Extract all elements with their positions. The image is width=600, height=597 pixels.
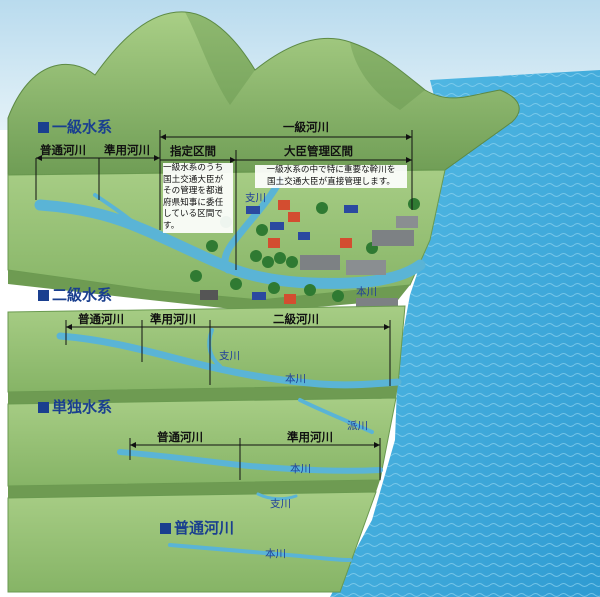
tandoku-junyo-header: 準用河川	[287, 432, 333, 444]
section-nikyu-title: 二級水系	[38, 288, 112, 303]
futsu-land	[8, 492, 376, 592]
shitei-header: 指定区間	[170, 146, 216, 158]
river-label-shisen-top: 支川	[245, 193, 266, 204]
shitei-note-line: 府県知事に委任	[163, 198, 233, 210]
shitei-note-line: 一級水系のうち	[163, 163, 233, 175]
river-label-shisen-tandoku: 支川	[270, 499, 291, 510]
nikyu-futsu-header: 普通河川	[78, 314, 124, 326]
section-ikkyu-title: 一級水系	[38, 120, 112, 135]
shitei-note-line: 国土交通大臣が	[163, 175, 233, 187]
river-label-shisen-nikyu: 支川	[219, 351, 240, 362]
tandoku-futsu-header: 普通河川	[157, 432, 203, 444]
river-label-honsen-nikyu: 本川	[285, 374, 306, 385]
shitei-note-line: している区間です。	[163, 209, 233, 232]
section-futsu-title: 普通河川	[160, 521, 234, 536]
shitei-note-line: その管理を都道	[163, 186, 233, 198]
daijin-note: 一級水系の中で特に重要な幹川を 国土交通大臣が直接管理します。	[255, 165, 407, 188]
river-label-honsen-futsu: 本川	[265, 549, 286, 560]
section-tandoku-title: 単独水系	[38, 400, 112, 415]
river-label-hasen: 派川	[347, 421, 368, 432]
square-bullet-icon	[38, 122, 49, 133]
square-bullet-icon	[38, 290, 49, 301]
daijin-header: 大臣管理区間	[284, 146, 353, 158]
river-label-honsen-top: 本川	[356, 287, 377, 298]
nikyu-junyo-header: 準用河川	[150, 314, 196, 326]
daijin-note-line: 国土交通大臣が直接管理します。	[255, 177, 407, 189]
ikkyu-junyo-header: 準用河川	[104, 145, 150, 157]
nikyu-land	[8, 306, 405, 392]
nikyu-kasen-header: 二級河川	[273, 314, 319, 326]
daijin-note-line: 一級水系の中で特に重要な幹川を	[255, 165, 407, 177]
square-bullet-icon	[160, 523, 171, 534]
ikkyu-futsu-header: 普通河川	[40, 145, 86, 157]
square-bullet-icon	[38, 402, 49, 413]
ikkyu-kasen-header: 一級河川	[283, 122, 329, 134]
river-label-honsen-tandoku: 本川	[290, 464, 311, 475]
shitei-note: 一級水系のうち 国土交通大臣が その管理を都道 府県知事に委任 している区間です…	[163, 163, 233, 233]
